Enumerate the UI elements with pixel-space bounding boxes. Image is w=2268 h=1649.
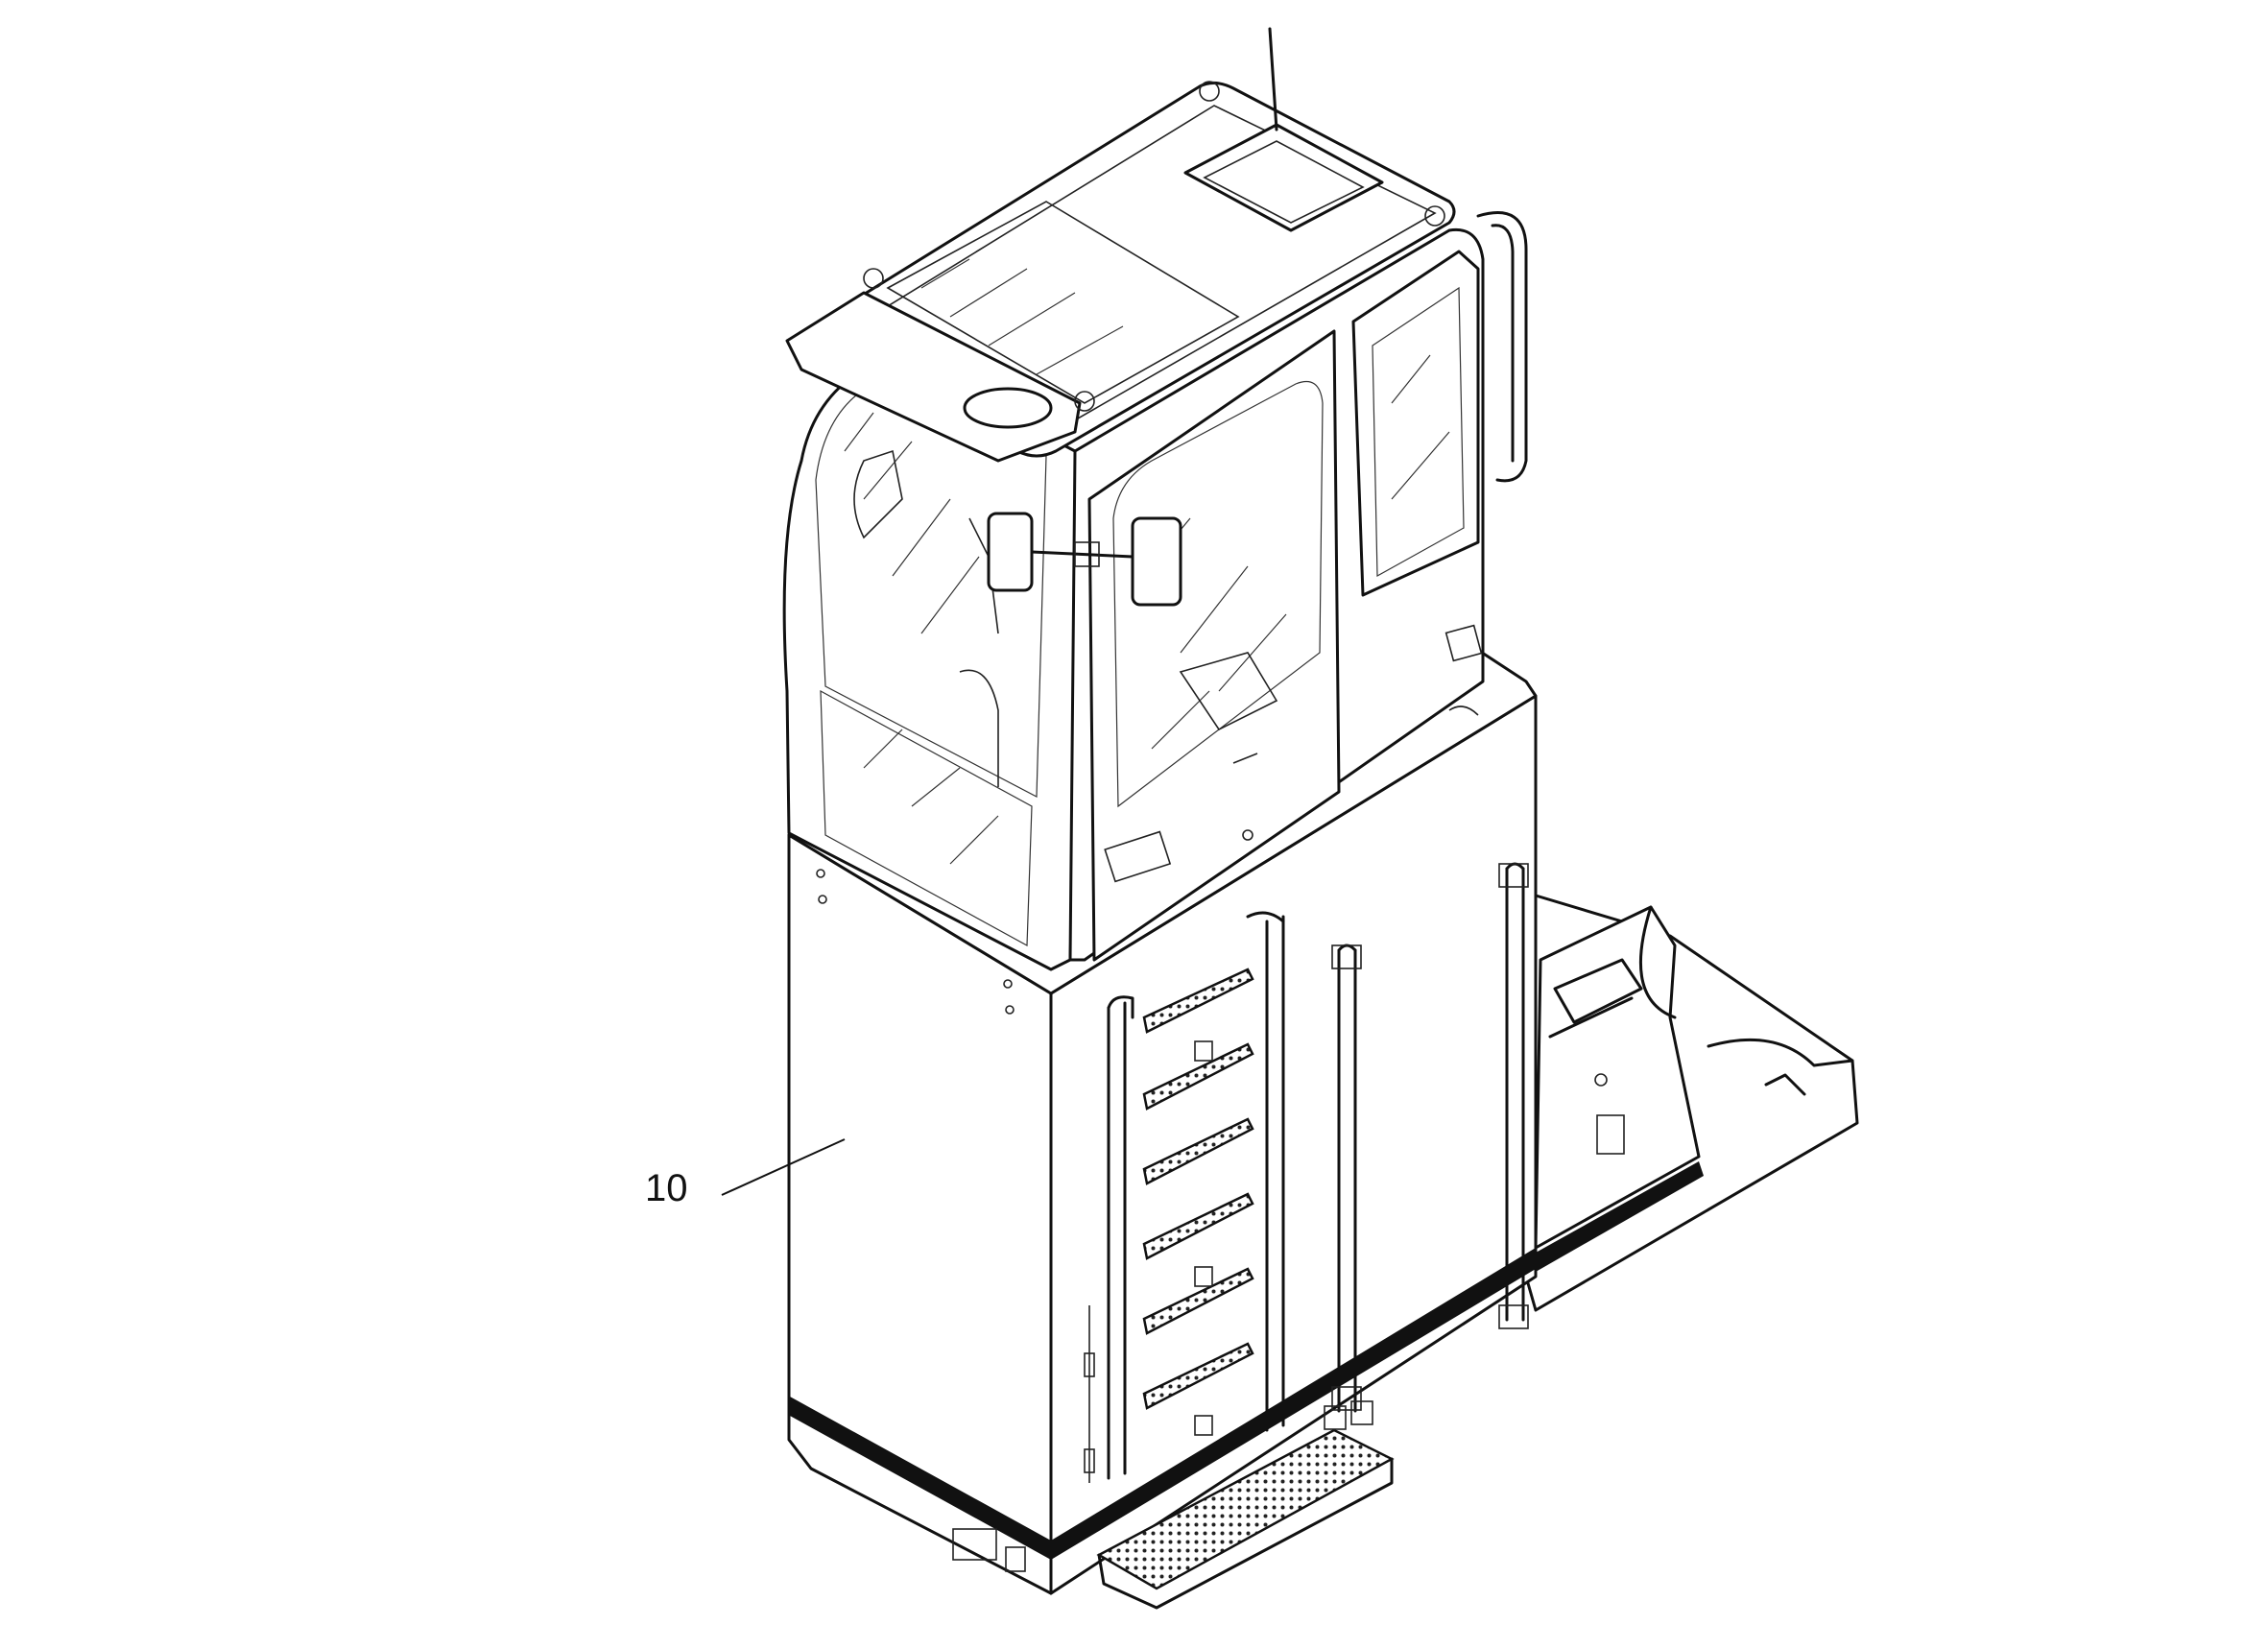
access-ladder — [1096, 911, 1395, 1610]
handrails — [1324, 862, 1529, 1430]
operator-cab — [782, 211, 1528, 971]
callout-label-10: 10 — [645, 1167, 688, 1209]
cab-roof — [785, 27, 1456, 463]
side-mirrors — [987, 512, 1182, 607]
callout-10-leader — [721, 1138, 846, 1196]
rear-deck — [1524, 891, 1859, 1312]
